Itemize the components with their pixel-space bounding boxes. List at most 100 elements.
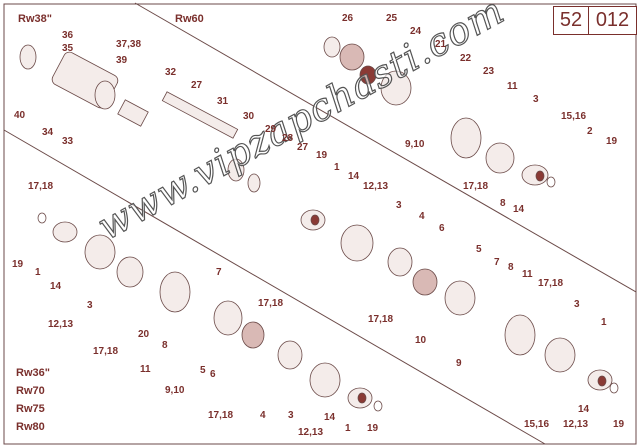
model-label: Rw75 (16, 403, 45, 415)
callout: 29 (265, 124, 277, 135)
callout: 19 (606, 136, 618, 147)
callout: 14 (50, 281, 62, 292)
callout: 2 (587, 126, 593, 137)
callout: 6 (439, 223, 445, 234)
callout: 8 (162, 340, 168, 351)
disc-11 (450, 117, 482, 159)
callout: 11 (507, 81, 518, 92)
callout: 9,10 (405, 139, 425, 150)
callout: 17,18 (463, 181, 489, 192)
upper-assembly (19, 36, 556, 231)
callout: 12,13 (48, 319, 74, 330)
callout: 37,38 (116, 39, 142, 50)
callout: 19 (613, 419, 625, 430)
callout: 19 (316, 150, 328, 161)
callout: 9,10 (165, 385, 185, 396)
callout: 36 (62, 30, 74, 41)
callout: 1 (334, 162, 340, 173)
washer-26 (323, 36, 341, 58)
callout: 23 (483, 66, 495, 77)
callout: 11 (522, 269, 533, 280)
callout: 3 (396, 200, 402, 211)
callout: 19 (367, 423, 379, 434)
callout: 11 (140, 364, 151, 375)
callout: 25 (386, 13, 398, 24)
callout: 34 (42, 127, 54, 138)
sleeve-32 (117, 99, 149, 127)
callout: 14 (513, 204, 525, 215)
callout: 17,18 (208, 410, 234, 421)
callout: 35 (62, 43, 74, 54)
callout: 40 (14, 110, 26, 121)
callout: 14 (348, 171, 360, 182)
callout: 24 (410, 26, 422, 37)
page-number-box: 52 012 (553, 6, 637, 35)
callout: 12,13 (563, 419, 589, 430)
callout: 27 (191, 80, 203, 91)
callout: 31 (217, 96, 229, 107)
callout: 3 (288, 410, 294, 421)
callout: 8 (500, 198, 506, 209)
callout: 17,18 (368, 314, 394, 325)
coupling-3 (485, 142, 515, 174)
callout: 20 (138, 329, 150, 340)
callout: 10 (415, 335, 427, 346)
callout: 15,16 (524, 419, 550, 430)
model-label: Rw80 (16, 421, 45, 433)
callout: 3 (574, 299, 580, 310)
spring-25 (339, 43, 365, 71)
callout: 19 (12, 259, 24, 270)
callout: 12,13 (363, 181, 389, 192)
circlip-19 (546, 176, 556, 188)
housing-bore (94, 80, 116, 110)
callout: 14 (578, 404, 590, 415)
callout: 4 (419, 211, 425, 222)
callout: 3 (533, 94, 539, 105)
model-label: Rw36" (16, 367, 50, 379)
model-label: Rw70 (16, 385, 45, 397)
callout: 21 (435, 39, 447, 50)
model-label: Rw38" (18, 13, 52, 25)
callout: 1 (601, 317, 607, 328)
ring-29 (247, 173, 261, 193)
callout: 5 (200, 365, 206, 376)
model-label: Rw60 (175, 13, 204, 25)
callout: 17,18 (258, 298, 284, 309)
callout: 17,18 (93, 346, 119, 357)
callout: 6 (210, 369, 216, 380)
callout: 39 (116, 55, 128, 66)
frame-border (3, 3, 637, 445)
shaft-31 (161, 91, 239, 139)
section-divider-lower (3, 129, 546, 445)
callout: 3 (87, 300, 93, 311)
callout: 27 (297, 142, 309, 153)
callout: 17,18 (28, 181, 54, 192)
callout: 7 (494, 257, 500, 268)
page-sheet: 012 (595, 9, 630, 31)
page-group: 52 (554, 7, 589, 34)
callout: 5 (476, 244, 482, 255)
callout: 4 (260, 410, 266, 421)
section-divider-upper (134, 2, 637, 293)
callout: 28 (282, 133, 294, 144)
callout: 7 (216, 267, 222, 278)
flange-21 (380, 70, 412, 106)
callout: 12,13 (298, 427, 324, 438)
callout: 15,16 (561, 111, 587, 122)
callout: 33 (62, 136, 74, 147)
callout: 1 (345, 423, 351, 434)
callout: 9 (456, 358, 462, 369)
seal-ring-40 (19, 44, 37, 70)
callout: 30 (243, 111, 255, 122)
callout: 14 (324, 412, 336, 423)
bushing-24 (359, 65, 377, 85)
callout: 8 (508, 262, 514, 273)
callout: 22 (460, 53, 472, 64)
lower-assembly (37, 212, 619, 412)
callout: 32 (165, 67, 177, 78)
callout: 17,18 (538, 278, 564, 289)
callout: 26 (342, 13, 354, 24)
bearing-30 (227, 158, 245, 182)
